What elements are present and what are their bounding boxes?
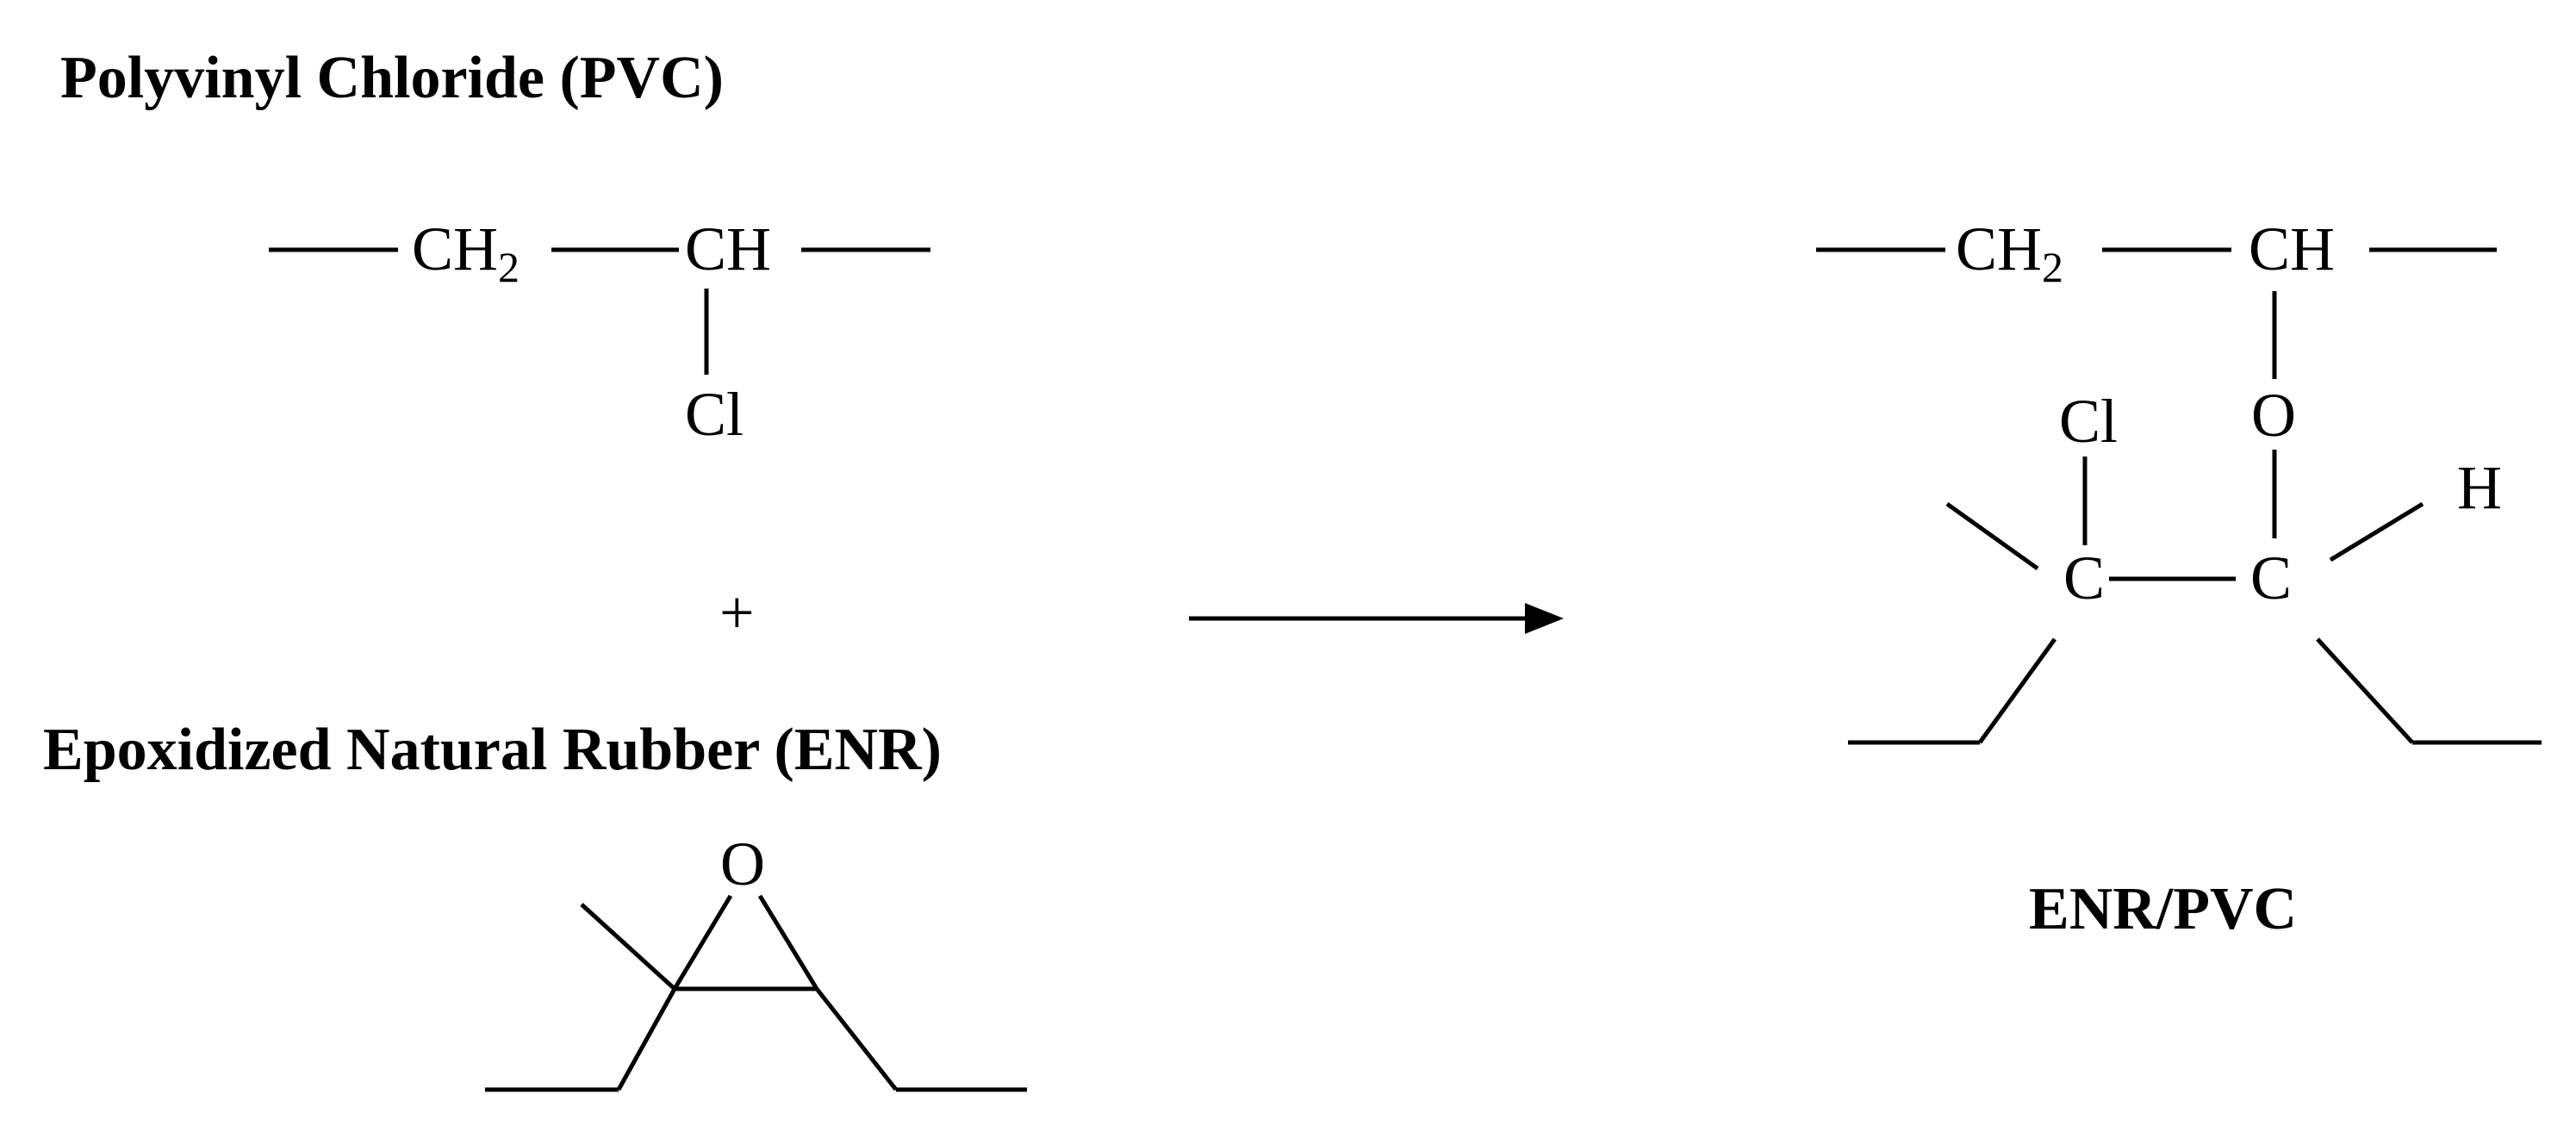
enr-structure: Epoxidized Natural Rubber (ENR) O xyxy=(43,717,1027,1092)
pvc-ch2-group: CH2 xyxy=(412,214,520,291)
reaction-arrow xyxy=(1189,603,1564,634)
product-c-h-bond xyxy=(2329,501,2424,562)
product-left-down-bond xyxy=(1977,637,2057,744)
product-ch-label: CH xyxy=(2249,214,2335,283)
product-carbon-left-label: C xyxy=(2063,544,2105,612)
product-ch2-subscript: 2 xyxy=(2042,243,2063,291)
product-ch2-group: CH2 xyxy=(1956,214,2063,291)
product-structure: CH2 CH O Cl C C H ENR/PVC xyxy=(1816,214,2542,942)
pvc-ch2-label: CH xyxy=(412,214,498,283)
enr-title: Epoxidized Natural Rubber (ENR) xyxy=(43,717,942,783)
pvc-title: Polyvinyl Chloride (PVC) xyxy=(60,45,724,111)
product-cl-label: Cl xyxy=(2059,387,2118,456)
pvc-cl-label: Cl xyxy=(685,380,744,449)
pvc-ch-label: CH xyxy=(685,214,771,283)
product-oxygen-label: O xyxy=(2251,381,2296,450)
product-label: ENR/PVC xyxy=(2029,876,2297,942)
enr-oxygen-label: O xyxy=(720,829,765,898)
enr-epoxide-left-bond xyxy=(672,894,733,991)
product-methyl-bond xyxy=(1945,501,2039,571)
pvc-structure: Polyvinyl Chloride (PVC) CH2 CH Cl xyxy=(60,45,930,449)
product-right-down-bond xyxy=(2316,637,2414,744)
product-ch2-label: CH xyxy=(1956,214,2042,283)
enr-right-down-bond xyxy=(815,987,898,1091)
pvc-ch2-subscript: 2 xyxy=(498,243,520,291)
enr-left-down-bond xyxy=(616,987,677,1091)
plus-sign: + xyxy=(719,578,755,647)
enr-epoxide-right-bond xyxy=(757,894,819,991)
enr-methyl-bond xyxy=(580,903,676,991)
product-hydrogen-label: H xyxy=(2457,453,2502,522)
product-carbon-right-label: C xyxy=(2250,544,2292,612)
arrow-head xyxy=(1525,603,1564,634)
